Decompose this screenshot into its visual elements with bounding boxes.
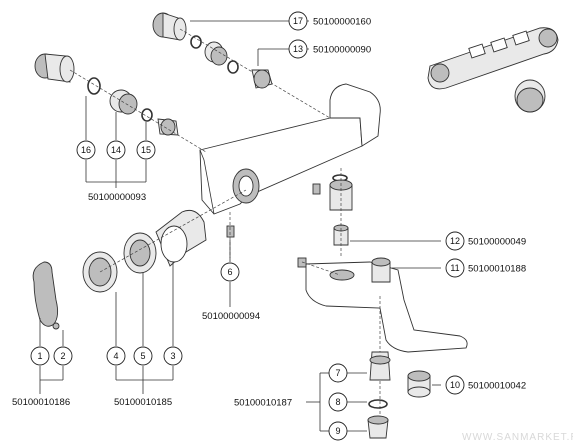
screw-small-part (312, 183, 321, 195)
callout-13: 13 (288, 39, 308, 59)
callout-9: 9 (328, 421, 348, 441)
callout-15: 15 (136, 140, 156, 160)
article-code-12: 50100000049 (468, 237, 526, 248)
callout-17: 17 (288, 11, 308, 31)
callout-6: 6 (220, 262, 240, 282)
svg-text:7: 7 (335, 368, 340, 378)
callout-4: 4 (106, 346, 126, 366)
svg-text:5: 5 (140, 351, 145, 361)
svg-text:13: 13 (293, 44, 303, 54)
svg-text:6: 6 (227, 267, 232, 277)
svg-text:4: 4 (113, 351, 118, 361)
mounting-bracket-part (427, 27, 559, 90)
svg-text:1: 1 (37, 351, 42, 361)
article-code-1-2: 50100010186 (12, 397, 70, 408)
screw-6-part (226, 225, 235, 238)
svg-text:12: 12 (450, 236, 460, 246)
callout-3: 3 (163, 346, 183, 366)
nut-9-part (367, 415, 389, 439)
svg-text:11: 11 (450, 263, 459, 273)
svg-text:10: 10 (450, 380, 460, 390)
svg-text:2: 2 (60, 351, 65, 361)
inlet-fitting-17-part (152, 12, 239, 74)
washer-8-part (368, 399, 388, 409)
callout-10: 10 (445, 375, 465, 395)
callout-16: 16 (76, 140, 96, 160)
article-code-10: 50100010042 (468, 381, 526, 392)
svg-text:3: 3 (170, 351, 175, 361)
callout-14: 14 (106, 140, 126, 160)
article-code-4-5-3: 50100010185 (114, 397, 172, 408)
svg-text:14: 14 (111, 145, 121, 155)
callout-12: 12 (445, 231, 465, 251)
article-code-7-8-9: 50100010187 (234, 398, 292, 409)
filter-13-part (251, 69, 273, 89)
callout-11: 11 (445, 258, 465, 278)
callout-5: 5 (133, 346, 153, 366)
svg-text:16: 16 (81, 145, 91, 155)
mixer-body-part (199, 83, 381, 215)
hex-nut-part (514, 79, 546, 113)
inlet-fitting-left-part (34, 53, 179, 136)
article-code-17: 50100000160 (313, 17, 371, 28)
svg-text:8: 8 (335, 397, 340, 407)
spout-part (297, 257, 468, 353)
watermark: WWW.SANMARKET.RU (462, 432, 573, 443)
lever-handle-part (32, 261, 60, 330)
cap-11-part (371, 257, 391, 283)
svg-text:9: 9 (335, 426, 340, 436)
svg-text:17: 17 (293, 16, 303, 26)
article-code-13: 50100000090 (313, 45, 371, 56)
callout-7: 7 (328, 363, 348, 383)
svg-text:15: 15 (141, 145, 151, 155)
article-code-11: 50100010188 (468, 264, 526, 275)
aerator-10-part (407, 370, 431, 398)
callout-8: 8 (328, 392, 348, 412)
callout-1: 1 (30, 346, 50, 366)
article-code-16-14-15: 50100000093 (88, 192, 146, 203)
article-code-6: 50100000094 (202, 311, 260, 322)
callout-2: 2 (53, 346, 73, 366)
diverter-valve-7-part (369, 351, 391, 381)
